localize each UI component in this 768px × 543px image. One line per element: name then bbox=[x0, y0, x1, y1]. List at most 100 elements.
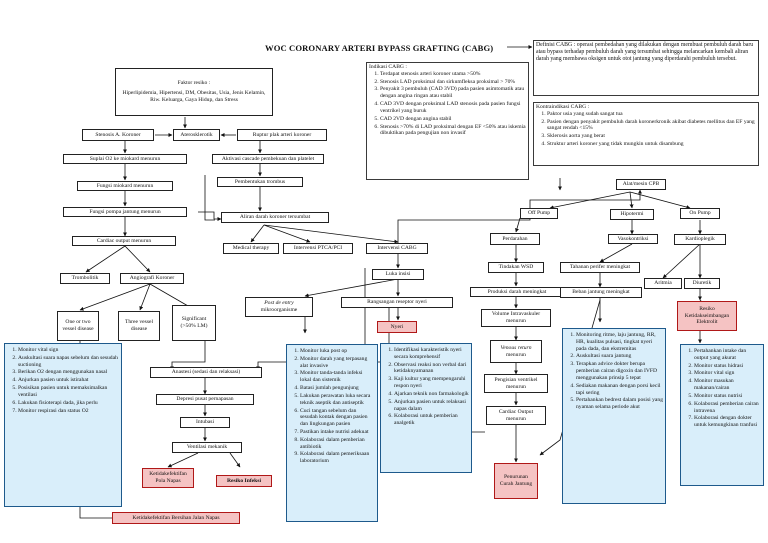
risk-factor-heading: Faktor resiko : bbox=[177, 80, 211, 87]
kontraindikasi-heading: Kontraindikasi CABG : bbox=[536, 104, 590, 110]
intervensi-elektrolit-item: Kolaborasi dengan dokter untuk kemungkin… bbox=[694, 415, 761, 429]
node-venous-return-label-2: menurun bbox=[506, 351, 526, 358]
node-pengisian-label: Pengisian ventrikel menurun bbox=[494, 376, 538, 390]
node-hipotermi: Hipotermi bbox=[610, 209, 654, 220]
intervensi-napas-list: Monitor vital signAuskultasi suara napas… bbox=[7, 347, 119, 415]
diagnosis-penurunan-curah-jantung: Penurunan Curah Jantung bbox=[494, 463, 538, 499]
node-pembentukan: Pembentukan trombus bbox=[217, 177, 303, 187]
intervensi-nyeri-list: Identifikasi karakteristik nyeri secara … bbox=[383, 347, 469, 428]
diagnosis-nyeri-label: Nyeri bbox=[390, 323, 404, 330]
node-three-vessel-label: Three vessel disease bbox=[124, 319, 154, 332]
node-venous-return: Venous return menurun bbox=[490, 340, 542, 363]
node-ventilasi: Ventilasi mekanik bbox=[172, 442, 242, 453]
diagnosis-penurunan-curah-jantung-label: Penurunan Curah Jantung bbox=[499, 474, 533, 487]
node-aktivasi-label: Aktivasi cascade pembekuan dan platelet bbox=[221, 155, 315, 162]
intervensi-infeksi-item: Cuci tangan sebelum dan sesudah kontak d… bbox=[300, 408, 375, 428]
risk-factor-body: Hiperlipidemia, Hipertensi, DM, Obesitas… bbox=[122, 90, 266, 103]
intervensi-infeksi-item: Monitor luka post op bbox=[300, 348, 375, 355]
kontraindikasi-list: Paktor usia yang sudah sangat tuaPasien … bbox=[536, 111, 756, 149]
node-suplai-label: Suplai O2 ke miokard menurun bbox=[89, 155, 161, 162]
diagnosis-jalan-napas: Ketidakefektifan Bersihan Jalan Napas bbox=[112, 512, 240, 524]
intervensi-elektrolit-item: Monitor status nutrisi bbox=[694, 393, 761, 400]
node-aritmia-label: Aritmia bbox=[654, 280, 672, 287]
intervensi-napas-item: Auskultasi suara napas sebelum dan sesud… bbox=[18, 355, 119, 369]
node-ventilasi-label: Ventilasi mekanik bbox=[186, 444, 228, 451]
node-venous-return-label: Venous return bbox=[500, 344, 532, 351]
node-on-pump: On Pump bbox=[680, 208, 720, 219]
node-intubasi-label: Intubasi bbox=[195, 419, 215, 426]
node-aliran-label: Aliran darah koroner tersumbat bbox=[239, 214, 311, 221]
intervensi-curah-jantung-item: Sediakan makanan dengan porsi kecil tapi… bbox=[576, 383, 663, 397]
intervensi-nyeri-item: Kolaborasi untuk pemberian analgetik bbox=[394, 413, 469, 427]
diagnosis-jalan-napas-label: Ketidakefektifan Bersihan Jalan Napas bbox=[132, 514, 220, 521]
intervensi-elektrolit-list: Pertahankan intake dan output yang akura… bbox=[683, 348, 761, 430]
definition-box: Definisi CABG : operasi pembedahan yang … bbox=[533, 40, 759, 96]
kontraindikasi-item: Sklerosis aorta yang berat bbox=[547, 133, 756, 140]
node-tindakan-wsd-label: Tindakan WSD bbox=[498, 264, 534, 271]
intervensi-elektrolit-item: Kolaborasi pemberian cairan intravena bbox=[694, 401, 761, 415]
node-cardiac-output-2: Cardiac Output menurun bbox=[486, 406, 546, 425]
node-mikroorganisme-label: mikroorganisme bbox=[260, 307, 298, 313]
intervensi-elektrolit-item: Monitor status hidrasi bbox=[694, 363, 761, 370]
intervensi-curah-jantung-item: Terapkan advice dokter berupa pemberian … bbox=[576, 361, 663, 381]
node-significant-label: Significant (>50% LM) bbox=[180, 316, 208, 329]
node-diuretik-label: Diuretik bbox=[692, 280, 712, 287]
kontraindikasi-box: Kontraindikasi CABG : Paktor usia yang s… bbox=[533, 102, 759, 166]
kontraindikasi-item: Struktur arteri koroner yang tidak mungk… bbox=[547, 141, 756, 148]
node-fungsi-miokard-label: Fungsi miokard menurun bbox=[96, 182, 154, 189]
node-kardioplegik: Kardioplegik bbox=[674, 234, 726, 245]
node-intubasi: Intubasi bbox=[180, 417, 230, 428]
node-angiografi-label: Angiografi Koroner bbox=[129, 275, 175, 282]
node-beban: Beban jantung meningkat bbox=[560, 287, 642, 298]
intervensi-napas-item: Berikan O2 dengan menggunakan nasal bbox=[18, 369, 119, 376]
intervensi-curah-jantung-item: Auskultasi suara jantung bbox=[576, 353, 663, 360]
kontraindikasi-item: Paktor usia yang sudah sangat tua bbox=[547, 111, 756, 118]
diagnosis-nyeri: Nyeri bbox=[377, 321, 417, 333]
node-cardiac-output-label: Cardiac output menurun bbox=[96, 237, 152, 244]
intervensi-infeksi-item: Pastikan intake nutrisi adekuat bbox=[300, 429, 375, 436]
node-tindakan-wsd: Tindakan WSD bbox=[488, 262, 544, 273]
node-depresi-label: Depresi pusat pernapasan bbox=[176, 396, 234, 403]
indikasi-item: Terdapat stenosis arteri koroner utama >… bbox=[380, 71, 526, 78]
node-aterosklerotik: Aterosklerotik bbox=[173, 129, 220, 141]
node-ruptur-label: Ruptur plak arteri koroner bbox=[252, 131, 312, 138]
node-medical-therapy: Medical therapy bbox=[223, 243, 279, 254]
indikasi-item: Stenosis LAD proksimal dan sirkumfleksa … bbox=[380, 79, 526, 86]
node-angiografi: Angiografi Koroner bbox=[120, 273, 184, 284]
diagnosis-resiko-infeksi-label: Resiko Infeksi bbox=[226, 477, 262, 484]
node-one-two-vessel-label: One or two vessel disease bbox=[62, 319, 94, 332]
node-alat-mesin-label: Alat/mesin CPB bbox=[622, 181, 660, 188]
node-hipotermi-label: Hipotermi bbox=[620, 211, 644, 218]
intervensi-curah-jantung-item: Pertahankan bedrest dalam posisi yang ny… bbox=[576, 397, 663, 411]
indikasi-item: CAD 2VD dengan angina stabil bbox=[380, 116, 526, 123]
intervensi-nyeri-item: Kaji kultur yang mempengaruhi respon nye… bbox=[394, 376, 469, 390]
node-produksi: Produksi darah meningkat bbox=[470, 287, 564, 297]
indikasi-item: CAD 3VD dengan proksimal LAD stenosis pa… bbox=[380, 101, 526, 115]
node-post-entry-label: Post de entry bbox=[264, 300, 294, 307]
node-vasokontriksi: Vasokontriksi bbox=[608, 234, 658, 244]
node-intervensi-cabg: Intervensi CABG bbox=[366, 243, 428, 254]
node-pembentukan-label: Pembentukan trombus bbox=[234, 178, 286, 185]
node-fungsi-miokard: Fungsi miokard menurun bbox=[77, 181, 173, 191]
node-off-pump: Off Pump bbox=[520, 208, 558, 219]
intervensi-infeksi-item: Kolaborasi dalam pemberian antibiotik bbox=[300, 437, 375, 451]
node-cardiac-output: Cardiac output menurun bbox=[72, 236, 176, 246]
node-ptca-label: Intervensi PTCA/PCI bbox=[293, 245, 343, 252]
node-anastesi-label: Anastesi (sedasi dan relaksasi) bbox=[171, 369, 241, 376]
indikasi-item: Stenosis >70% di LAD proksimal dengan EF… bbox=[380, 124, 526, 138]
node-medical-therapy-label: Medical therapy bbox=[232, 245, 270, 252]
node-one-two-vessel: One or two vessel disease bbox=[57, 311, 99, 341]
node-off-pump-label: Off Pump bbox=[527, 210, 551, 217]
intervensi-infeksi-item: Monitor darah yang terpasang alat invasi… bbox=[300, 356, 375, 370]
intervensi-infeksi-item: Batasi jumlah pengunjung bbox=[300, 385, 375, 392]
diagnosis-resiko-elektrolit: Resiko Ketidakseimbangan Elektrolit bbox=[677, 301, 737, 331]
node-alat-mesin: Alat/mesin CPB bbox=[616, 179, 666, 190]
node-aktivasi: Aktivasi cascade pembekuan dan platelet bbox=[212, 154, 324, 164]
node-kardioplegik-label: Kardioplegik bbox=[685, 236, 715, 243]
intervensi-infeksi-item: Kolaborasi dalam pemeriksaan laboratoriu… bbox=[300, 451, 375, 465]
intervensi-elektrolit-item: Pertahankan intake dan output yang akura… bbox=[694, 348, 761, 362]
node-perdarahan: Perdarahan bbox=[490, 233, 540, 245]
node-vasokontriksi-label: Vasokontriksi bbox=[617, 235, 649, 242]
diagnosis-pola-napas-label: Ketidakefektifan Pola Napas bbox=[149, 471, 187, 484]
node-aterosklerotik-label: Aterosklerotik bbox=[180, 131, 213, 138]
